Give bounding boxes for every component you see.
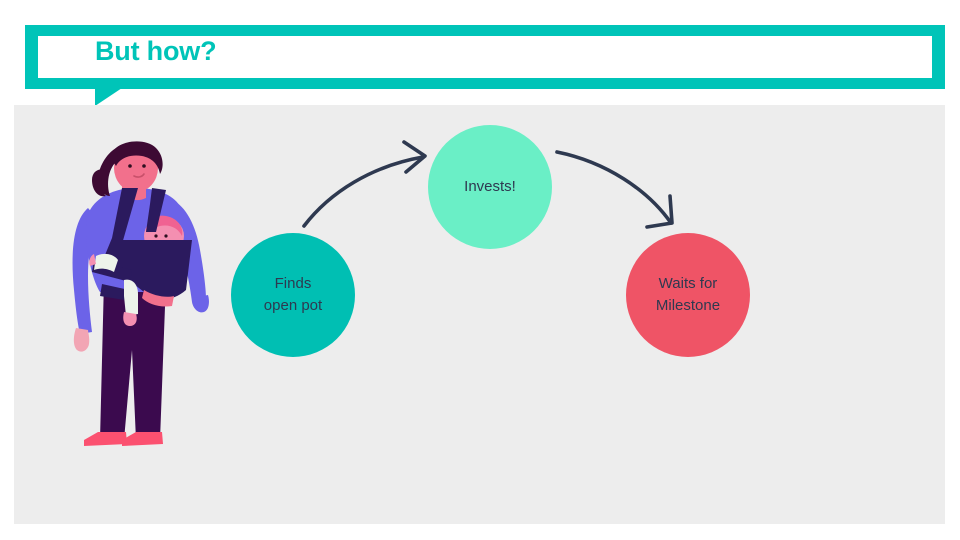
flow-node-invests[interactable]: Invests!: [428, 125, 552, 249]
illustration-supporting-hand: [142, 290, 174, 307]
illustration-left-arm: [72, 208, 100, 352]
page-title: But how?: [95, 36, 217, 66]
arrow-invests-to-waits: [555, 150, 674, 229]
flow-node-finds-open-pot[interactable]: Finds open pot: [231, 233, 355, 357]
illustration-head: [92, 141, 163, 201]
speech-bubble-inner: [38, 36, 932, 78]
illustration-pants: [100, 280, 166, 440]
flow-node-label: Finds open pot: [263, 275, 323, 314]
flow-node-waits-for-milestone[interactable]: Waits for Milestone: [626, 233, 750, 357]
title-speech-bubble: [25, 25, 945, 106]
illustration-baby-limbs: [89, 253, 138, 326]
illustration-shoes: [84, 432, 163, 446]
flow-node-label: Waits for Milestone: [655, 275, 721, 314]
arrow-finds-to-invests: [302, 140, 427, 228]
speech-bubble-tail: [95, 88, 122, 106]
flow-node-label: Invests!: [464, 178, 516, 196]
woman-with-baby-illustration: [60, 140, 220, 460]
